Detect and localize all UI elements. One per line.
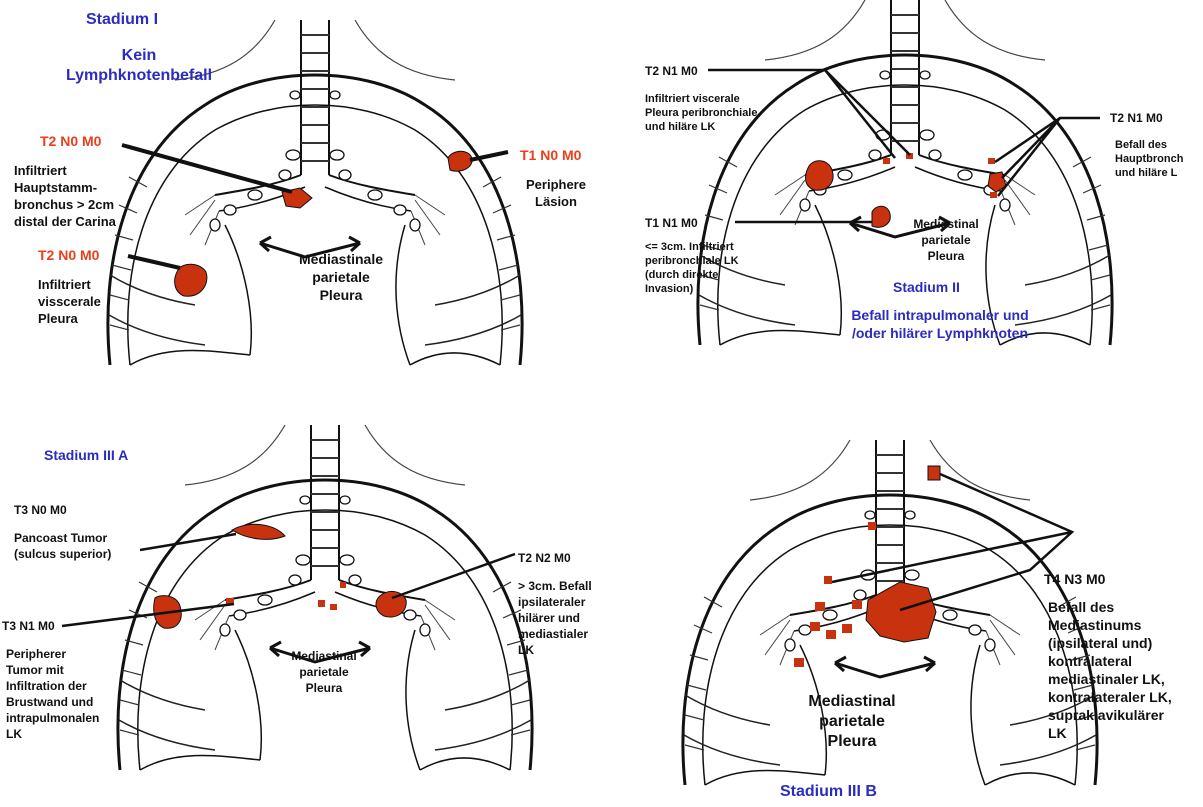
lymph-node-affected (883, 158, 890, 164)
stage-3a-pleura-label: Mediastinal parietale Pleura (264, 648, 384, 696)
stage-3a-title: Stadium III A (44, 446, 128, 464)
stage-3a-desc-large: > 3cm. Befall ipsilateraler hilärer und … (518, 578, 592, 658)
stage-2-subtitle: Befall intrapulmonaler und /oder hilärer… (820, 306, 1060, 342)
stage-3b-desc: Befall des Mediastinums (ipsilateral und… (1048, 598, 1172, 742)
stage-2-annotations (708, 70, 1100, 227)
stage-3a-desc-pancoast: Pancoast Tumor (sulcus superior) (14, 530, 111, 562)
pointer-line (128, 256, 180, 268)
lymph-node-affected (852, 600, 862, 609)
stage-2-code-peribronchial: T1 N1 M0 (645, 215, 698, 231)
stage-2-desc-visceral: Infiltriert viscerale Pleura peribronchi… (645, 92, 757, 134)
stage-3a-code-large: T2 N2 M0 (518, 550, 571, 566)
stage-3a-desc-chest-wall: Peripherer Tumor mit Infiltration der Br… (6, 646, 99, 742)
stage-2-title: Stadium II (893, 278, 960, 296)
lymph-node-affected (815, 602, 825, 611)
tumor-peribronchial (872, 206, 890, 227)
stage-3b-title: Stadium III B (780, 782, 877, 802)
stage-2-desc-peribronchial: <= 3cm. Infiltriert peribronchiale LK (d… (645, 240, 739, 296)
stage-3a-code-pancoast: T3 N0 M0 (14, 502, 67, 518)
stage-1-title: Stadium I (86, 10, 158, 30)
tumor-peripheral (448, 151, 472, 171)
stage-1-code-peripheral: T1 N0 M0 (520, 146, 581, 164)
lymph-node-affected (340, 582, 346, 588)
stage-1-code-main-bronchus: T2 N0 M0 (40, 132, 101, 150)
stage-2-code-visceral: T2 N1 M0 (645, 63, 698, 79)
stage-1-code-visceral-pleura: T2 N0 M0 (38, 246, 99, 264)
pointer-line (995, 118, 1100, 196)
lymph-node-affected (868, 522, 876, 530)
lymph-node-affected (330, 604, 337, 610)
lymph-node-affected (826, 630, 836, 639)
lymph-node-affected (810, 622, 820, 631)
tumor-pancoast (232, 524, 285, 539)
stage-1-desc-peripheral: Periphere Läsion (506, 176, 606, 210)
stage-2-code-main-bronchus: T2 N1 M0 (1110, 110, 1163, 126)
stage-1-subtitle: Kein Lymphknotenbefall (34, 46, 244, 86)
tumor-visceral-pleura (806, 161, 834, 191)
lymph-node-affected (988, 158, 995, 164)
stage-3b-annotations (794, 466, 1072, 667)
lymph-node-affected (842, 624, 852, 633)
stage-1-desc-main-bronchus: Infiltriert Hauptstamm- bronchus > 2cm d… (14, 162, 116, 230)
lymph-node-supraclavicular (928, 466, 940, 480)
stage-2-desc-main-bronchus: Befall des Hauptbronch und hiläre L (1115, 138, 1203, 180)
stage-1-desc-visceral-pleura: Infiltriert visscerale Pleura (38, 276, 101, 327)
stage-3b-pleura-label: Mediastinal parietale Pleura (790, 692, 914, 752)
stage-3b-code: T4 N3 M0 (1044, 570, 1105, 588)
lymph-node-affected (990, 192, 997, 198)
pointer-line (122, 145, 292, 192)
thorax-drawing-stage-3a (118, 425, 532, 770)
lymph-node-affected (794, 658, 804, 667)
stage-3a-annotations (62, 524, 515, 628)
lymph-node-affected (318, 600, 325, 607)
lymph-node-affected (824, 576, 832, 584)
stage-1-pleura-label: Mediastinale parietale Pleura (276, 250, 406, 304)
stage-3a-code-chest-wall: T3 N1 M0 (2, 618, 55, 634)
stage-2-pleura-label: Mediastinal parietale Pleura (896, 216, 996, 264)
pointer-line (140, 534, 236, 550)
pointer-line (832, 474, 1072, 610)
pointer-line (62, 604, 234, 626)
